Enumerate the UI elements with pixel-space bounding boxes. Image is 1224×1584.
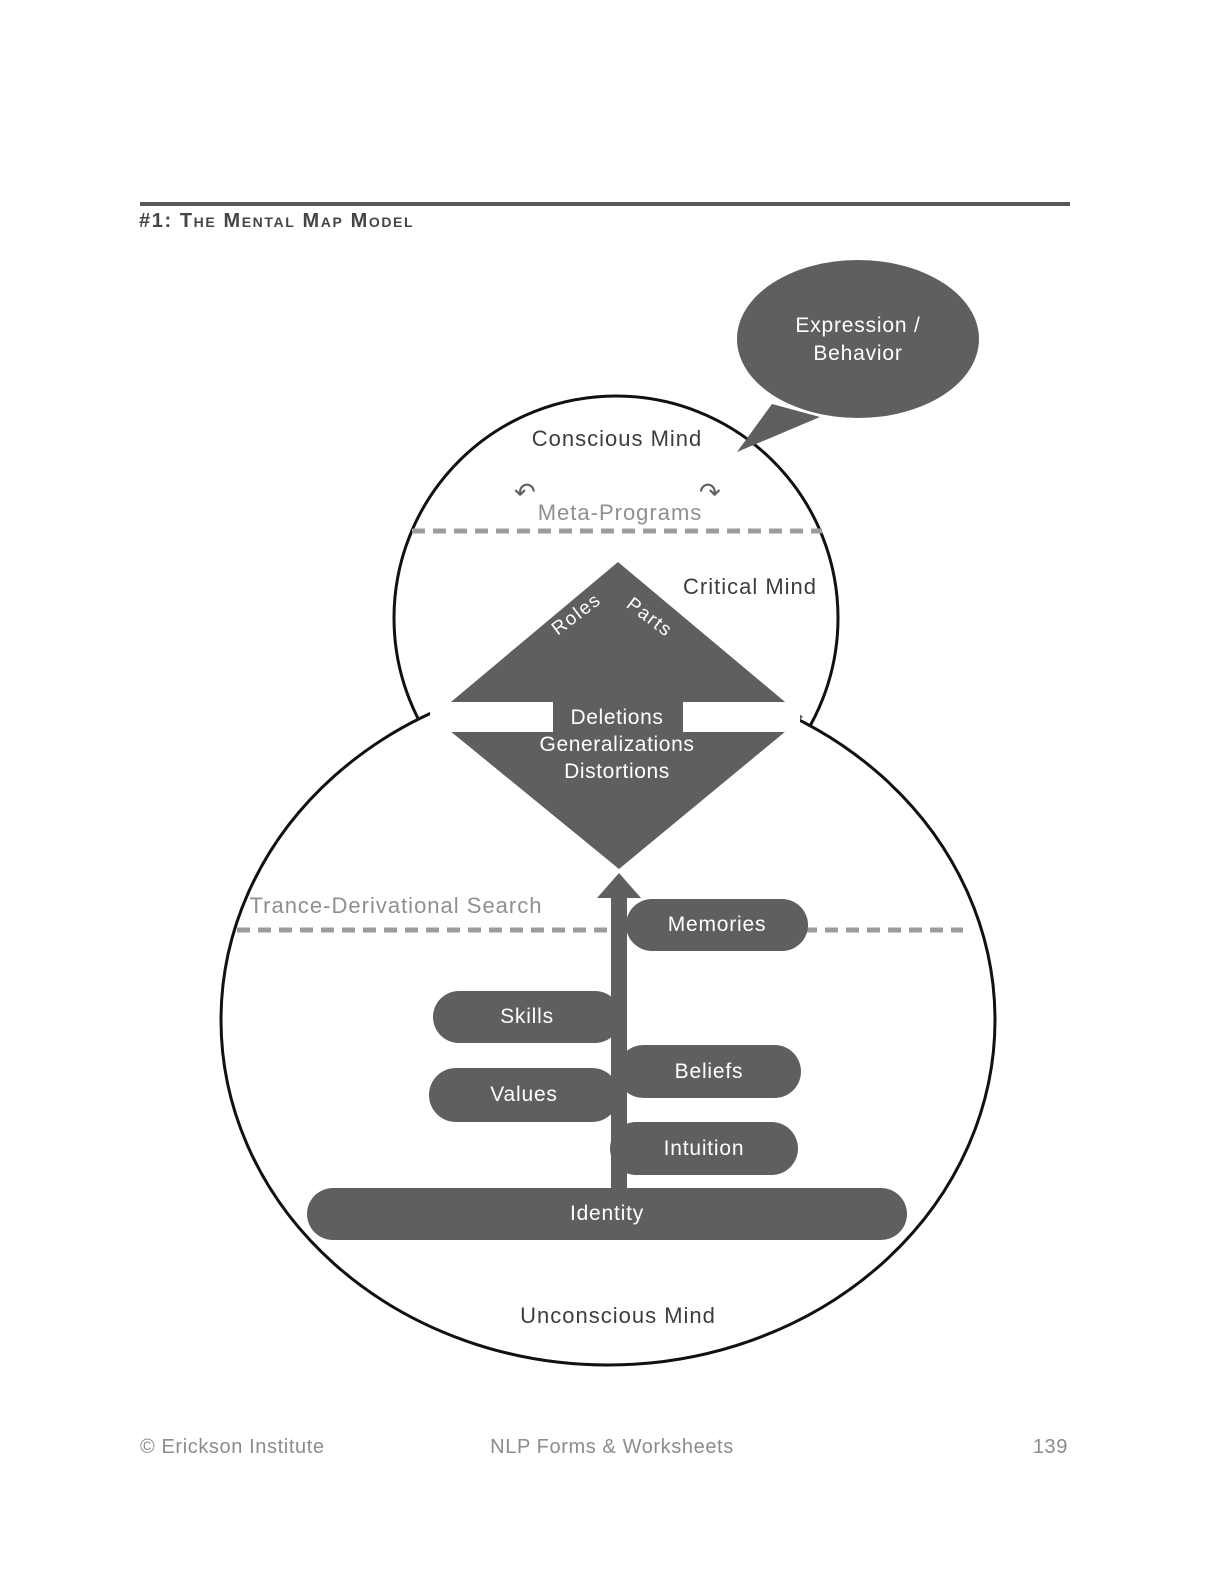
beliefs-label: Beliefs xyxy=(674,1059,744,1083)
trance-derivational-search-label: Trance-Derivational Search xyxy=(249,893,543,918)
generalizations-label: Generalizations xyxy=(539,733,695,756)
diamond-notch-left xyxy=(430,702,553,732)
values-label: Values xyxy=(490,1083,558,1106)
pill-values: Values xyxy=(429,1068,619,1122)
title-rule xyxy=(140,202,1070,206)
loop-arrow-right-icon: ↷ xyxy=(699,477,721,507)
upward-arrow-head xyxy=(597,873,641,898)
pill-identity: Identity xyxy=(307,1188,907,1240)
speech-bubble-tail xyxy=(737,404,820,452)
footer-copyright: © Erickson Institute xyxy=(140,1436,325,1458)
pill-intuition: Intuition xyxy=(610,1122,798,1175)
filter-diamond xyxy=(433,562,803,869)
pill-memories: Memories xyxy=(626,899,808,951)
conscious-mind-label: Conscious Mind xyxy=(531,426,703,451)
distortions-label: Distortions xyxy=(564,760,670,783)
expression-behavior-label: Expression / Behavior xyxy=(738,312,978,368)
footer-page-number: 139 xyxy=(1032,1436,1068,1458)
critical-mind-label: Critical Mind xyxy=(682,574,818,599)
footer-book-title: NLP Forms & Worksheets xyxy=(490,1436,734,1458)
speech-bubble xyxy=(737,260,979,418)
pill-skills: Skills xyxy=(433,991,621,1043)
behavior-line: Behavior xyxy=(813,342,903,365)
unconscious-mind-label: Unconscious Mind xyxy=(520,1303,716,1328)
loop-arrow-left-icon: ↶ xyxy=(514,477,536,507)
skills-label: Skills xyxy=(500,1005,554,1028)
expression-line: Expression / xyxy=(795,314,921,337)
intuition-label: Intuition xyxy=(663,1136,745,1160)
pill-beliefs: Beliefs xyxy=(617,1045,801,1098)
meta-programs-label: Meta-Programs xyxy=(537,500,703,525)
page-title: #1: The Mental Map Model xyxy=(139,210,415,232)
memories-label: Memories xyxy=(667,913,767,936)
diamond-notch-right xyxy=(683,702,800,732)
deletions-label: Deletions xyxy=(570,706,664,729)
upward-arrow-shaft xyxy=(611,893,627,1193)
identity-label: Identity xyxy=(569,1202,645,1225)
diamond-text: Deletions Generalizations Distortions xyxy=(457,704,777,785)
